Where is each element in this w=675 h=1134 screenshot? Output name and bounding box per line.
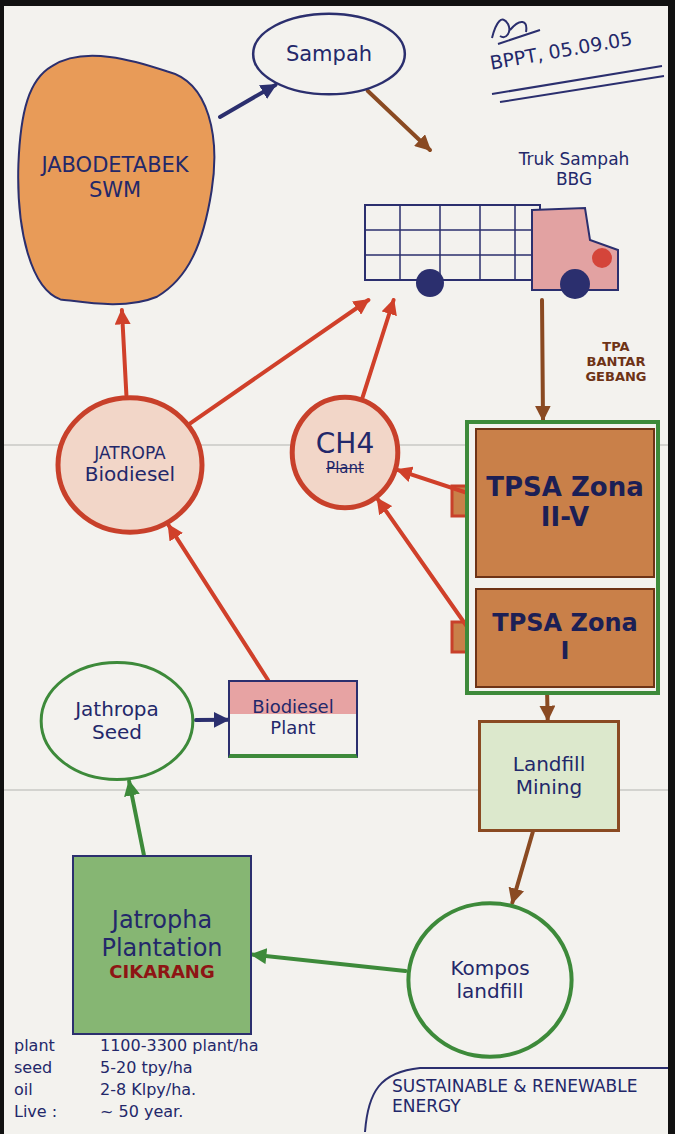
process-box: TPSA Zona I bbox=[475, 588, 655, 688]
note-label: plant bbox=[14, 1036, 55, 1055]
flow-arrow bbox=[368, 91, 430, 150]
process-box: TPSA Zona II-V bbox=[475, 428, 655, 578]
flow-arrow bbox=[362, 300, 393, 398]
flow-arrow bbox=[129, 781, 144, 855]
process-circle: Kompos landfill bbox=[405, 900, 575, 1060]
node-text: JATROPA bbox=[94, 444, 165, 464]
process-box: Jatropha PlantationCIKARANG bbox=[72, 855, 252, 1035]
note-label: seed bbox=[14, 1058, 52, 1077]
node-text: Kompos landfill bbox=[425, 957, 555, 1003]
label-text: ~ 50 year. bbox=[100, 1102, 183, 1121]
flow-arrow bbox=[122, 310, 127, 395]
note-label: 5-20 tpy/ha bbox=[100, 1058, 193, 1077]
process-box: Truk Sampah BBG bbox=[360, 150, 640, 300]
note-label: 1100-3300 plant/ha bbox=[100, 1036, 258, 1055]
label-text: 5-20 tpy/ha bbox=[100, 1058, 193, 1077]
ellipse-shape bbox=[58, 398, 202, 532]
underline bbox=[492, 66, 664, 102]
node-text: Jatropha Plantation bbox=[82, 907, 242, 962]
flow-arrow bbox=[196, 718, 228, 722]
truck-wheel bbox=[560, 269, 590, 299]
node-text: Sampah bbox=[286, 42, 372, 66]
truck-wheel bbox=[416, 269, 444, 297]
ellipse-shape bbox=[41, 662, 193, 779]
ellipse-shape bbox=[292, 397, 398, 507]
note-label: Live : bbox=[14, 1102, 57, 1121]
node-text: TPSA Zona I bbox=[485, 610, 645, 665]
node-text: Biodiesel Plant bbox=[236, 697, 350, 738]
node-text: Landfill Mining bbox=[489, 753, 609, 799]
truck-light bbox=[592, 248, 612, 268]
node-text: Biodiesel bbox=[85, 463, 175, 486]
flow-arrow bbox=[397, 470, 475, 496]
node-text: JABODETABEK SWM bbox=[26, 153, 204, 201]
label-text: seed bbox=[14, 1058, 52, 1077]
signature-scribble bbox=[492, 20, 540, 44]
node-text: TPSA Zona II-V bbox=[485, 473, 645, 533]
bracket-curve bbox=[365, 1068, 668, 1132]
flow-arrow bbox=[220, 85, 276, 117]
process-circle: Jathropa Seed bbox=[38, 660, 196, 782]
node-text: CH4 bbox=[316, 428, 374, 460]
note-label: ~ 50 year. bbox=[100, 1102, 183, 1121]
process-box: JABODETABEK SWM bbox=[10, 45, 220, 310]
node-text: Plant bbox=[326, 460, 364, 477]
label-text: plant bbox=[14, 1036, 55, 1055]
note-label: 2-8 Klpy/ha. bbox=[100, 1080, 196, 1099]
flow-arrow bbox=[378, 499, 476, 638]
garbage-truck-illustration bbox=[360, 150, 640, 300]
note-label: oil bbox=[14, 1080, 33, 1099]
flow-arrow bbox=[169, 525, 269, 680]
flow-arrow bbox=[542, 300, 543, 420]
label-text: 1100-3300 plant/ha bbox=[100, 1036, 258, 1055]
ellipse-shape bbox=[408, 903, 571, 1057]
flow-arrow bbox=[512, 832, 533, 903]
note-label: SUSTAINABLE & RENEWABLE ENERGY bbox=[392, 1076, 662, 1116]
scan-border bbox=[668, 0, 675, 1134]
process-box: Biodiesel Plant bbox=[228, 680, 358, 758]
node-text: Jathropa Seed bbox=[56, 698, 178, 744]
label-text: SUSTAINABLE & RENEWABLE ENERGY bbox=[392, 1076, 637, 1116]
label-text: 2-8 Klpy/ha. bbox=[100, 1080, 196, 1099]
node-text: TPA BANTAR GEBANG bbox=[576, 340, 656, 385]
process-circle: CH4Plant bbox=[290, 395, 400, 510]
node-text: Truk Sampah BBG bbox=[508, 150, 640, 189]
scan-border bbox=[0, 0, 4, 1134]
process-box: Landfill Mining bbox=[478, 720, 620, 832]
site-group: TPA BANTAR GEBANGTPSA Zona II-VTPSA Zona… bbox=[465, 420, 660, 695]
label-text: Live : bbox=[14, 1102, 57, 1121]
process-circle: JATROPABiodiesel bbox=[55, 395, 205, 535]
process-circle: Sampah bbox=[250, 12, 408, 96]
label-text: oil bbox=[14, 1080, 33, 1099]
truck-grid bbox=[365, 205, 540, 280]
ellipse-shape bbox=[253, 14, 405, 95]
scan-border bbox=[0, 0, 675, 6]
truck-body bbox=[365, 205, 540, 280]
blob-shape bbox=[18, 56, 214, 304]
node-text: CIKARANG bbox=[109, 962, 214, 983]
flow-arrow bbox=[252, 955, 406, 971]
